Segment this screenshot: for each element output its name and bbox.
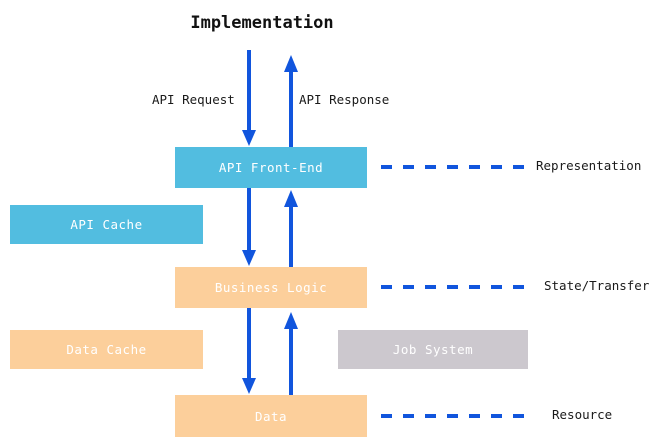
arrow-logic-to-data (239, 308, 259, 395)
node-job-system[interactable]: Job System (338, 330, 528, 369)
dashed-connector-resource (381, 414, 525, 418)
node-data-cache[interactable]: Data Cache (10, 330, 203, 369)
page-title: Implementation (190, 13, 334, 33)
arrow-frontend-to-logic (239, 188, 259, 267)
node-api-front-end[interactable]: API Front-End (175, 147, 367, 188)
arrow-request-in (239, 50, 259, 147)
flow-label-api-response: API Response (299, 92, 390, 107)
node-business-logic[interactable]: Business Logic (175, 267, 367, 308)
arrow-response-out (281, 55, 301, 147)
node-data[interactable]: Data (175, 395, 367, 437)
side-label-representation: Representation (536, 158, 642, 173)
flow-label-api-request: API Request (152, 92, 235, 107)
side-label-resource: Resource (552, 407, 613, 422)
arrow-logic-to-frontend (281, 190, 301, 267)
side-label-state-transfer: State/Transfer (544, 278, 650, 293)
arrow-data-to-logic (281, 312, 301, 395)
node-api-cache[interactable]: API Cache (10, 205, 203, 244)
dashed-connector-representation (381, 165, 525, 169)
dashed-connector-state-transfer (381, 285, 525, 289)
